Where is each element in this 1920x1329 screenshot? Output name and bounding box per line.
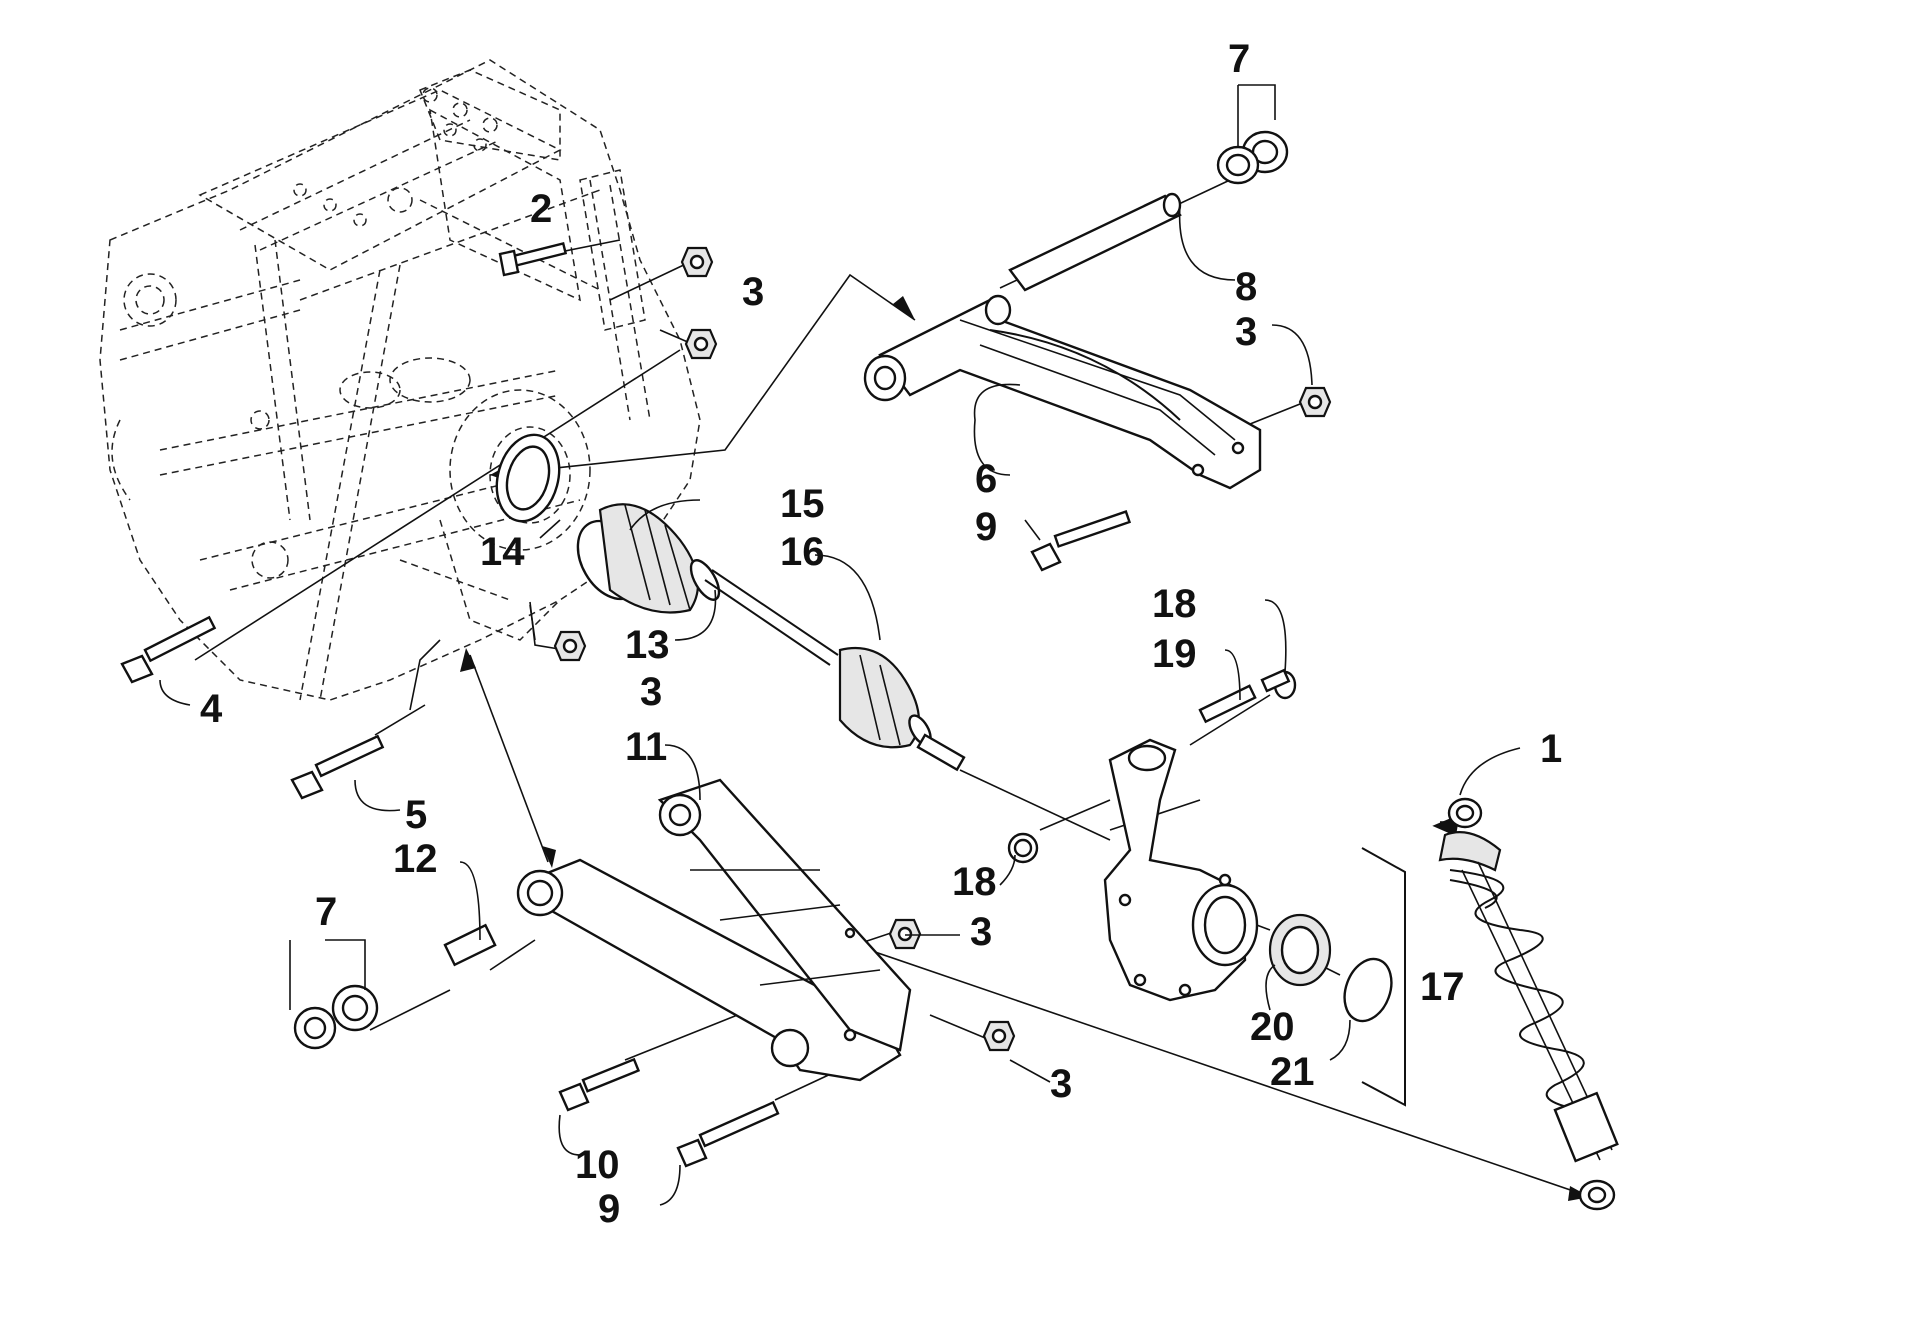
callout-13: 13 [625, 623, 670, 667]
nut-3-lower-a [890, 920, 920, 948]
pin-18-lower [1009, 834, 1037, 862]
parts [122, 132, 1617, 1209]
pin-12-part [445, 925, 495, 965]
pin-18-upper [1262, 670, 1295, 698]
callout-5: 5 [405, 793, 427, 837]
bolt-2-part [500, 243, 566, 275]
knuckle-part [1105, 740, 1257, 1000]
callout-3: 3 [970, 910, 992, 954]
nut-3-upper-a [682, 248, 712, 276]
callout-3: 3 [640, 670, 662, 714]
pin-19-part [1200, 686, 1255, 722]
bolt-9-upper [1032, 512, 1129, 570]
callout-1: 1 [1540, 727, 1562, 771]
callout-labels: 1 2 3 3 3 3 3 4 5 6 7 7 8 9 9 10 11 12 1… [200, 37, 1562, 1231]
nut-3-middle [555, 632, 585, 660]
callout-6: 6 [975, 457, 997, 501]
callout-3: 3 [1050, 1062, 1072, 1106]
callout-7: 7 [1228, 37, 1250, 81]
shock-absorber-1 [1440, 799, 1617, 1209]
seal-14-part [488, 428, 569, 529]
callout-20: 20 [1250, 1005, 1295, 1049]
callout-15: 15 [780, 482, 825, 526]
bolt-10-part [560, 1059, 638, 1110]
callout-17: 17 [1420, 965, 1465, 1009]
vehicle-frame [100, 60, 700, 700]
callout-3: 3 [742, 270, 764, 314]
nut-3-upper-right [1300, 388, 1330, 416]
callout-9: 9 [975, 505, 997, 549]
callout-3: 3 [1235, 310, 1257, 354]
lower-arm-11 [518, 780, 910, 1080]
callout-18: 18 [1152, 582, 1197, 626]
snap-ring-21-part [1336, 952, 1399, 1027]
callout-9: 9 [598, 1187, 620, 1231]
callout-7: 7 [315, 890, 337, 934]
callout-21: 21 [1270, 1050, 1315, 1094]
pin-8-part [1010, 194, 1180, 290]
bolt-9-lower [678, 1102, 778, 1166]
bushing-7-upper [1218, 132, 1287, 183]
callout-14: 14 [480, 530, 525, 574]
callout-4: 4 [200, 687, 223, 731]
bolt-4-part [122, 617, 215, 682]
callout-18: 18 [952, 860, 997, 904]
nut-3-lower-b [984, 1022, 1014, 1050]
bearing-20-part [1270, 915, 1330, 985]
bushing-7-lower [295, 986, 377, 1048]
bolt-5-part [292, 736, 383, 798]
axle-assembly [565, 504, 964, 769]
callout-11: 11 [625, 725, 667, 769]
callout-12: 12 [393, 837, 438, 881]
upper-arm-6 [865, 296, 1260, 488]
callout-leaders [160, 85, 1520, 1205]
callout-10: 10 [575, 1143, 620, 1187]
callout-19: 19 [1152, 632, 1197, 676]
callout-8: 8 [1235, 265, 1257, 309]
nut-3-upper-b [686, 330, 716, 358]
callout-2: 2 [530, 187, 552, 231]
callout-16: 16 [780, 530, 825, 574]
